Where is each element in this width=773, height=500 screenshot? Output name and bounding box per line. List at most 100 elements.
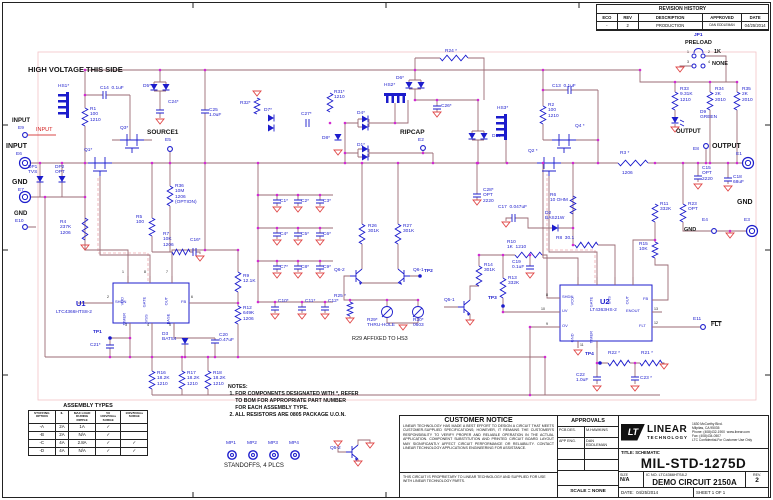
schematic-label: Q6-1: [413, 268, 424, 273]
schematic-label: GATE: [588, 296, 594, 308]
asm-cell: -D: [29, 447, 56, 455]
schematic-label: Q6-2: [334, 268, 345, 273]
approvals-title: APPROVALS: [558, 416, 618, 427]
title-block: CUSTOMER NOTICE LINEAR TECHNOLOGY HAS MA…: [399, 415, 769, 498]
schematic-label: SHDN: [115, 299, 127, 304]
company-address: 1630 McCarthy Blvd. Milpitas, CA 95035 P…: [691, 421, 753, 443]
schematic-label: INPUT: [6, 143, 27, 150]
size-label: SIZE: [620, 473, 628, 478]
schematic-label: VSS: [143, 314, 149, 323]
company-name-sub: TECHNOLOGY: [647, 434, 688, 440]
schematic-label: R29 AFFIXED TO HS3: [352, 336, 408, 342]
schematic-notes: NOTES: 1. FOR COMPONENTS DESIGNATED WITH…: [228, 384, 359, 419]
schematic-label: RIPCAP: [400, 129, 425, 136]
schematic-label: C16*: [190, 238, 201, 243]
schematic-label: TIMER: [588, 330, 594, 344]
schematic-label: R30* 0603: [413, 318, 424, 329]
schematic-label: R9 12.1K: [243, 274, 256, 285]
schematic-label: MP1: [226, 441, 236, 446]
asm-col-header: STUFFING OPTION: [29, 411, 56, 425]
schematic-label: OUTPUT: [712, 143, 741, 150]
schematic-label: TP2: [424, 269, 433, 274]
schematic-label: Q1*: [84, 148, 93, 153]
schematic-label: R32*: [240, 101, 251, 106]
asm-cell: -A: [29, 424, 56, 433]
schematic-label: INPUT: [12, 118, 30, 124]
schematic-label: Q5-2: [330, 446, 341, 451]
ic-number: IC NO. LTC4366HTS8-2: [646, 473, 688, 478]
schematic-label: C11*: [305, 299, 316, 304]
schematic-label: R26 301K: [368, 224, 380, 235]
rev-col-header: DATE: [742, 14, 768, 22]
schematic-label: C10*: [278, 299, 289, 304]
schematic-label: PRELOAD: [685, 40, 712, 46]
schematic-label: D10 *: [492, 134, 504, 139]
asm-cell: 4A: [55, 439, 70, 448]
schematic-label: 1: [687, 50, 689, 54]
size-value: N/A: [620, 477, 630, 484]
schematic-label: E3: [744, 218, 750, 223]
company-name: LINEAR: [647, 423, 688, 435]
asm-cell: [121, 432, 147, 440]
schematic-label: HS3*: [497, 106, 509, 111]
asm-cell: ✓: [95, 424, 122, 433]
asm-cell: N/A: [69, 447, 96, 455]
title-block-right: LT LINEAR TECHNOLOGY 1630 McCarthy Blvd.…: [619, 416, 768, 497]
scale-note: SCALE = NONE: [558, 485, 618, 497]
approvals-cell: [585, 449, 618, 459]
schematic-label: 1K: [714, 49, 722, 55]
schematic-label: R14 301K: [484, 263, 496, 274]
schematic-label: OUT: [163, 296, 169, 306]
schematic-label: FB: [643, 296, 649, 301]
schematic-label: FLT: [639, 323, 646, 328]
date-value: 04/25/2014: [636, 489, 659, 495]
schematic-label: C7*: [280, 265, 288, 270]
customer-notice: CUSTOMER NOTICE LINEAR TECHNOLOGY HAS MA…: [400, 416, 558, 497]
schematic-label: OUTPUT: [676, 129, 701, 135]
schematic-label: D6*: [396, 76, 404, 81]
schematic-label: Q2 *: [528, 149, 538, 154]
schematic-label: E1: [736, 152, 742, 157]
schematic-label: E5: [165, 138, 171, 143]
schematic-label: GND: [684, 227, 697, 233]
schematic-label: C21*: [90, 343, 101, 348]
schematic-label: R23 OPT: [688, 202, 698, 213]
schematic-label: R8 30.1: [556, 236, 575, 241]
rev-cell: 2: [617, 22, 639, 30]
net-label-input: INPUT: [36, 127, 53, 133]
asm-col-header: 5X 100V/50ms SURGE: [95, 411, 122, 425]
approvals-cell: PCB DES.: [558, 427, 585, 437]
schematic-label: D2 BAS21W: [545, 211, 565, 222]
schematic-label: R17 18.2K 1210: [187, 371, 200, 387]
schematic-label: D3 BAT54: [162, 332, 177, 343]
approvals-cell: APP ENG.: [558, 438, 585, 448]
schematic-label: E4: [702, 218, 708, 223]
schematic-label: R25 *: [334, 294, 346, 299]
schematic-label: E8: [693, 147, 699, 152]
schematic-label: D4*: [357, 111, 365, 116]
rev-cell: -: [597, 22, 618, 30]
schematic-label: R31* 1210: [334, 90, 345, 101]
schematic-label: R4 237K 1206: [60, 220, 72, 236]
schematic-label: C28* OPT 2220: [483, 188, 494, 204]
schematic-label: R10 1K 1210: [507, 240, 527, 251]
rev-cell: DAN EDDLEMAN: [702, 22, 743, 30]
schematic-label: R6 10 OHM: [550, 193, 568, 204]
schematic-label: LTC4366HTS8-2: [56, 310, 92, 315]
schematic-label: 1: [122, 270, 124, 274]
schematic-label: R34 2K 2010: [715, 87, 726, 103]
schematic-label: E6: [16, 152, 22, 157]
schematic-label: JP1: [694, 33, 703, 38]
schematic-label: R24 *: [445, 49, 457, 54]
schematic-label: UV: [562, 308, 568, 313]
schematic-label: GATE: [141, 296, 147, 308]
customer-notice-body: LINEAR TECHNOLOGY HAS MADE A BEST EFFORT…: [403, 424, 554, 451]
schematic-label: 8: [144, 270, 146, 274]
schematic-label: 11: [580, 343, 584, 347]
schematic-label: R12 649K 1206: [243, 306, 255, 322]
schematic-label: E9: [18, 126, 24, 131]
schematic-label: D8*: [322, 136, 330, 141]
